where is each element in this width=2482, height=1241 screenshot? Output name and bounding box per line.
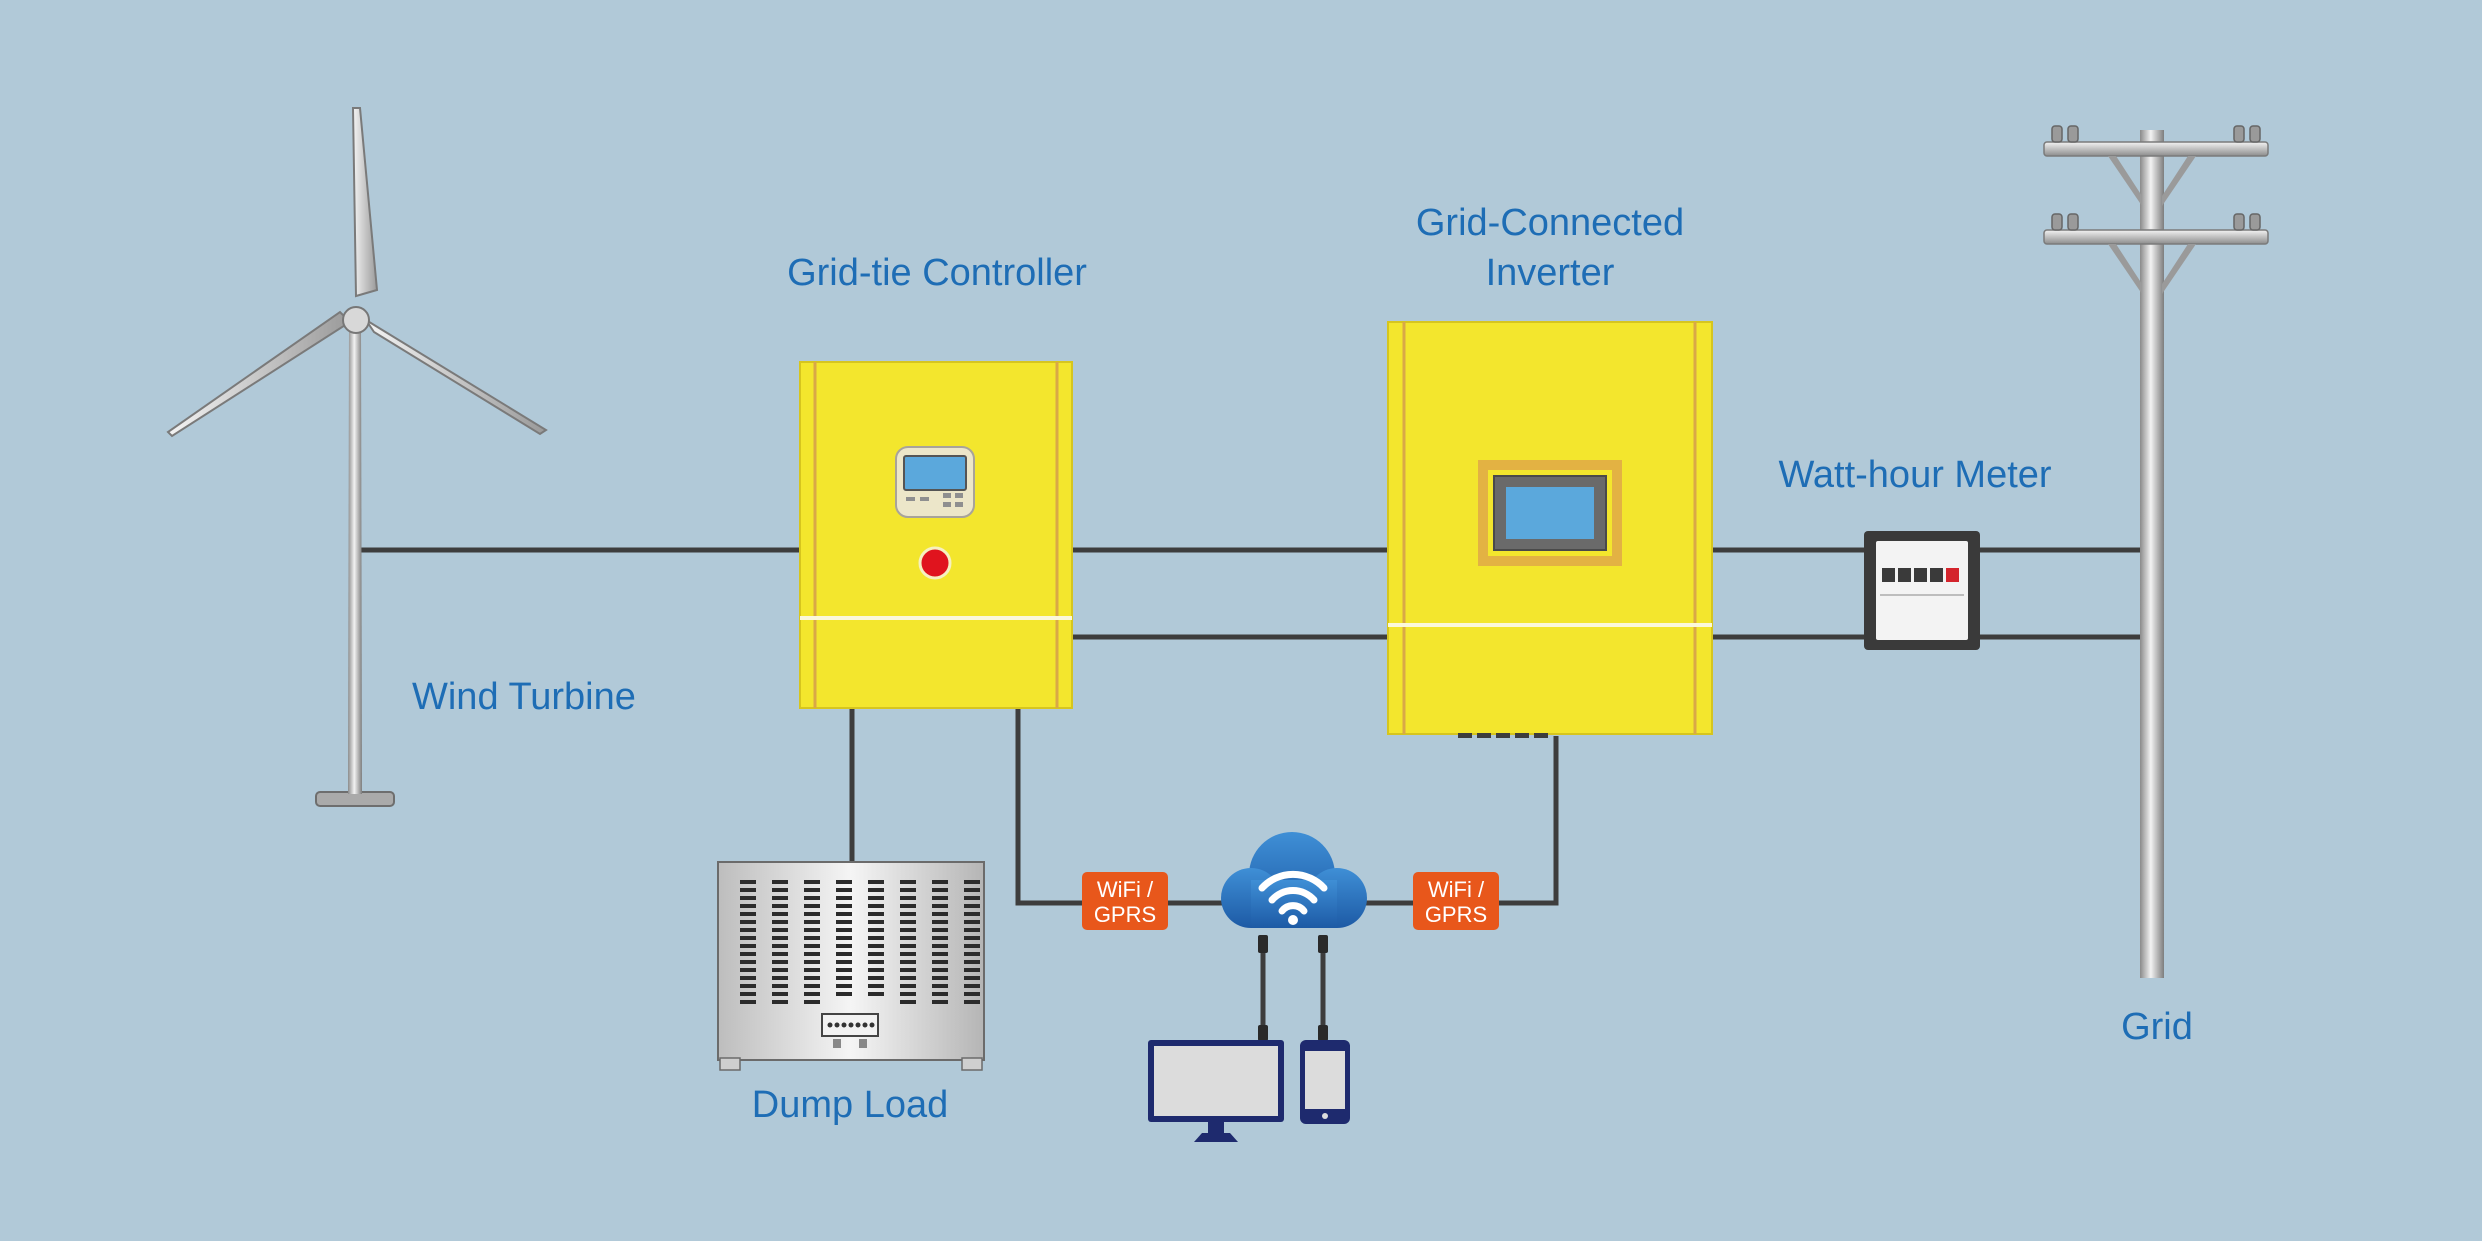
comm-tag-right-line2: GPRS bbox=[1425, 902, 1487, 927]
label-dump-load: Dump Load bbox=[751, 1084, 949, 1126]
label-watt-hour-meter: Watt-hour Meter bbox=[1778, 454, 2052, 496]
label-grid-tie-controller: Grid-tie Controller bbox=[787, 252, 1087, 294]
label-wind-turbine: Wind Turbine bbox=[412, 676, 636, 718]
wire-inverter-to-comm bbox=[1496, 736, 1559, 906]
wire-controller-to-comm bbox=[1015, 708, 1085, 906]
label-grid-connected-inverter-line1: Grid-Connected bbox=[1415, 202, 1685, 244]
label-grid-connected-inverter-line2: Inverter bbox=[1485, 252, 1615, 294]
comm-tag-left: WiFi / GPRS bbox=[1082, 872, 1168, 930]
label-grid: Grid bbox=[2121, 1006, 2193, 1048]
wind-turbine-icon bbox=[166, 107, 548, 807]
watt-hour-meter-icon bbox=[1864, 531, 1980, 650]
inverter-box-icon bbox=[1387, 321, 1713, 738]
comm-tag-left-line2: GPRS bbox=[1094, 902, 1156, 927]
cloud-wifi-icon bbox=[1221, 832, 1367, 1041]
controller-box-icon bbox=[799, 361, 1073, 709]
comm-tag-right: WiFi / GPRS bbox=[1413, 872, 1499, 930]
utility-pole-icon bbox=[2043, 125, 2269, 978]
dump-load-icon bbox=[717, 861, 985, 1071]
monitor-icon bbox=[1148, 1040, 1284, 1142]
comm-tag-right-line1: WiFi / bbox=[1428, 877, 1485, 902]
smartphone-icon bbox=[1300, 1040, 1350, 1124]
comm-tag-left-line1: WiFi / bbox=[1097, 877, 1154, 902]
